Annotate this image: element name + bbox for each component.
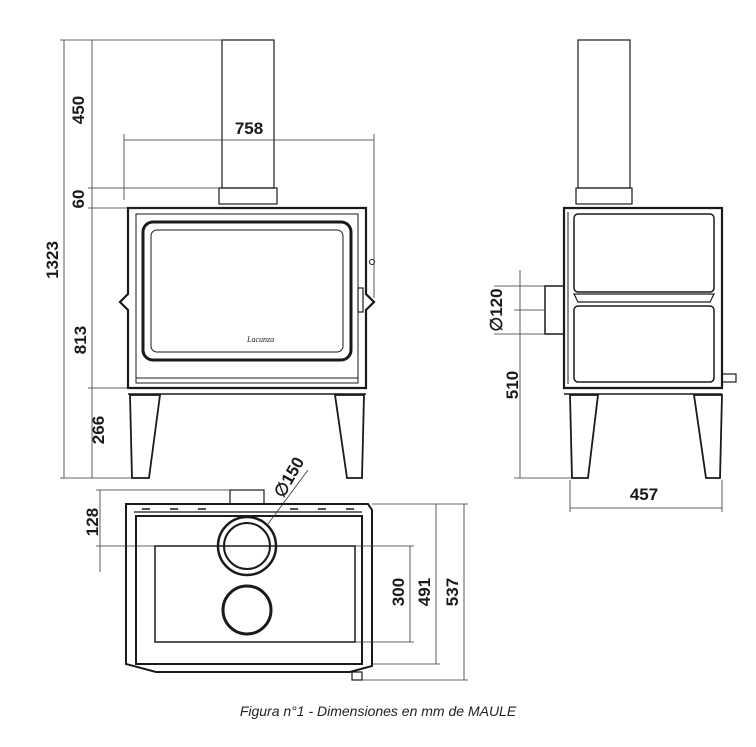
dim-collar-height: 60 bbox=[69, 190, 88, 209]
dim-body-height: 813 bbox=[71, 326, 90, 354]
dim-leg-height: 266 bbox=[89, 416, 108, 444]
top-flue-outer-ring bbox=[216, 515, 278, 577]
front-dimension-lines bbox=[60, 39, 375, 479]
side-outlet-pipe bbox=[544, 285, 565, 335]
front-left-leg bbox=[129, 394, 162, 479]
side-upper-panel bbox=[573, 213, 715, 293]
side-middle-band bbox=[573, 293, 715, 303]
top-stove-body bbox=[125, 503, 373, 673]
front-view bbox=[118, 39, 376, 479]
top-cooking-ring bbox=[221, 584, 273, 636]
dim-top-offset: 128 bbox=[83, 508, 102, 536]
figure-caption: Figura n°1 - Dimensiones en mm de MAULE bbox=[239, 703, 517, 719]
front-stove-body bbox=[118, 206, 376, 390]
top-front-handle bbox=[351, 671, 363, 681]
side-flue-collar bbox=[575, 187, 633, 205]
top-flue-inner-ring bbox=[223, 522, 271, 570]
front-flue-pipe bbox=[221, 39, 275, 189]
dim-flue-height: 450 bbox=[69, 96, 88, 124]
top-inner-panel bbox=[154, 545, 356, 643]
side-handle bbox=[721, 373, 737, 383]
front-flue-collar bbox=[218, 187, 278, 205]
dim-depth-side: 457 bbox=[630, 485, 658, 504]
top-dimension-lines bbox=[96, 469, 468, 681]
top-view bbox=[125, 489, 373, 681]
side-lower-panel bbox=[573, 305, 715, 383]
side-left-leg bbox=[569, 394, 600, 479]
front-door-glass bbox=[141, 220, 353, 362]
side-stove-body bbox=[562, 206, 724, 390]
front-body-inner-outline bbox=[135, 213, 359, 384]
front-door-handle bbox=[357, 287, 364, 313]
top-rear-outlet bbox=[229, 489, 265, 505]
dim-total-height: 1323 bbox=[43, 241, 62, 279]
dim-side-outlet-height: 510 bbox=[503, 371, 522, 399]
front-knob bbox=[369, 259, 375, 265]
dim-top-inner-depth: 300 bbox=[389, 578, 408, 606]
technical-drawing: Lacunza 758 450 60 1323 813 266 bbox=[43, 39, 737, 681]
side-right-leg bbox=[692, 394, 723, 479]
dim-side-outlet-diameter: ∅120 bbox=[487, 288, 506, 331]
dim-width-front: 758 bbox=[235, 119, 263, 138]
side-view bbox=[544, 39, 737, 479]
front-door-glass-inner bbox=[150, 229, 344, 353]
front-right-leg bbox=[333, 394, 365, 479]
dim-top-mid-depth: 491 bbox=[415, 578, 434, 606]
dim-top-total-depth: 537 bbox=[443, 578, 462, 606]
front-logo: Lacunza bbox=[246, 335, 274, 344]
side-dimension-lines bbox=[494, 270, 723, 512]
side-flue-pipe bbox=[577, 39, 631, 189]
